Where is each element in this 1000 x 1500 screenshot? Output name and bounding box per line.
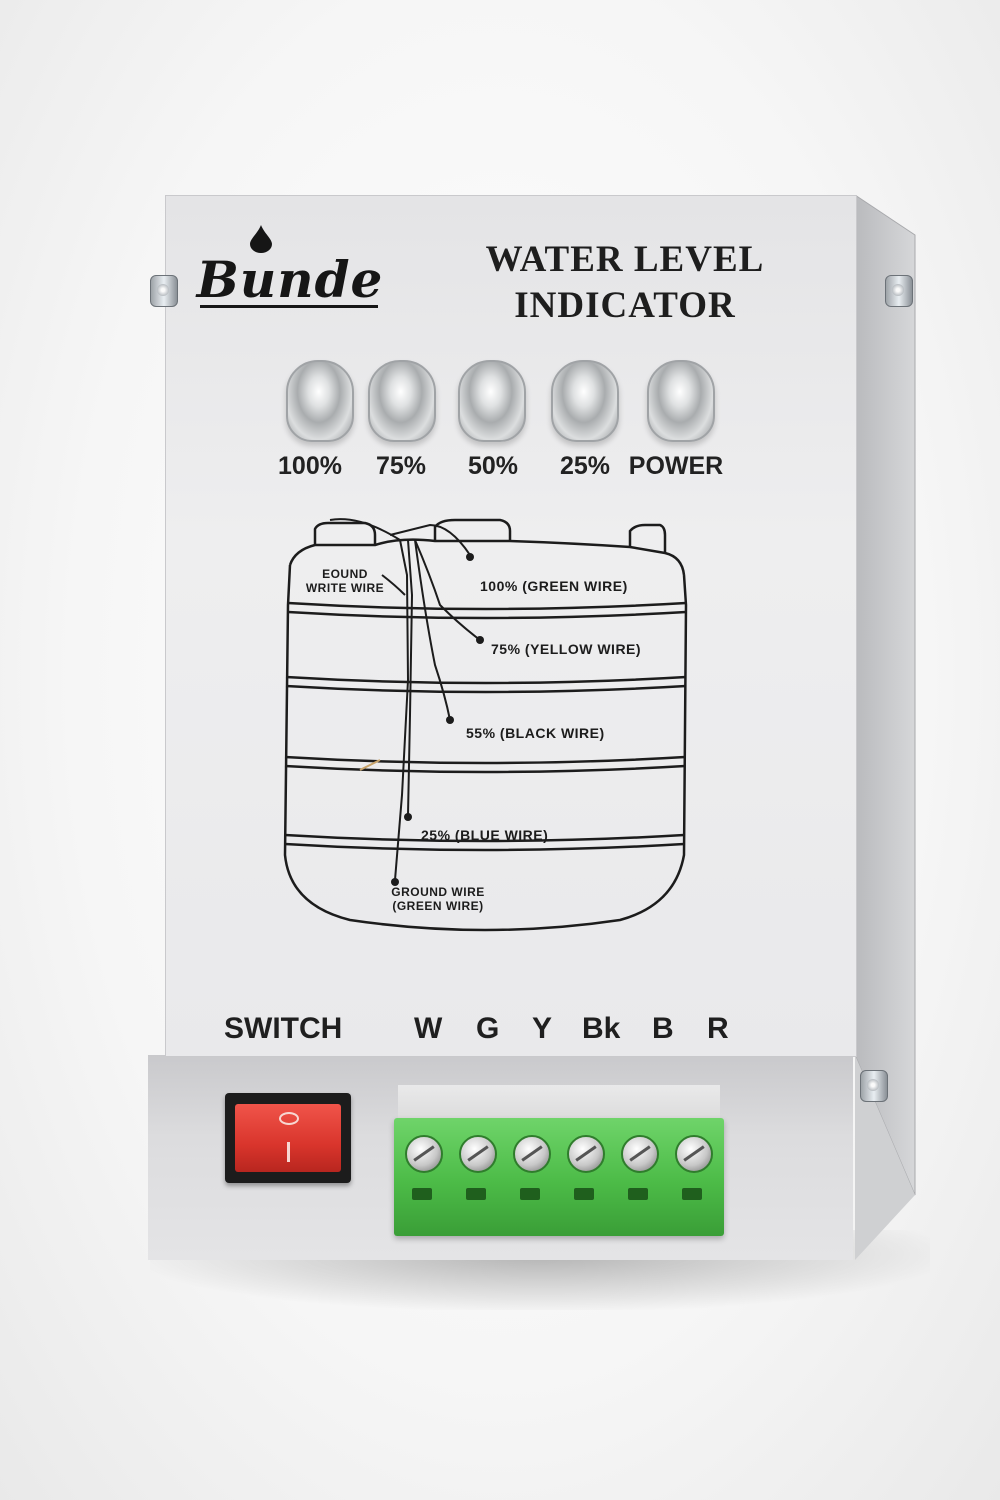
terminal-block [394,1118,724,1236]
terminal-slot-r[interactable] [682,1188,702,1200]
terminal-label-g: G [476,1012,500,1045]
diagram-label-ground-white-line1: EOUND [322,567,368,581]
terminal-screw-y[interactable] [513,1135,551,1173]
terminal-screw-r[interactable] [675,1135,713,1173]
led-100 [286,360,354,442]
led-50 [458,360,526,442]
led-75 [368,360,436,442]
terminal-label-w: W [414,1012,443,1045]
title-line-2: INDICATOR [514,285,736,326]
diagram-label-ground-line1: GROUND WIRE [391,885,485,899]
terminal-label-bk: Bk [582,1012,621,1045]
terminal-reflection [398,1085,720,1121]
diagram-label-25: 25% (BLUE WIRE) [421,827,549,843]
led-label-50: 50% [467,452,519,480]
diagram-label-75: 75% (YELLOW WIRE) [491,641,642,657]
led-label-75: 75% [375,452,427,480]
led-power [647,360,715,442]
led-label-100: 100% [278,452,342,480]
product-title: WATER LEVEL INDICATOR [440,237,810,329]
led-label-25: 25% [559,452,611,480]
terminal-label-b: B [652,1012,674,1045]
diagram-label-ground: GROUND WIRE (GREEN WIRE) [378,885,498,913]
diagram-label-ground-line2: (GREEN WIRE) [392,899,484,913]
power-rocker-switch[interactable] [235,1104,341,1172]
terminal-screw-b[interactable] [621,1135,659,1173]
tank-diagram [283,518,688,932]
terminal-label-r: R [707,1012,729,1045]
terminal-slot-w[interactable] [412,1188,432,1200]
diagram-label-100: 100% (GREEN WIRE) [480,578,628,594]
led-25 [551,360,619,442]
terminal-slot-g[interactable] [466,1188,486,1200]
brand-logo: Bunde [196,250,384,309]
terminal-slot-b[interactable] [628,1188,648,1200]
off-mark-icon [279,1112,299,1125]
switch-label: SWITCH [224,1012,343,1045]
terminal-screw-w[interactable] [405,1135,443,1173]
terminal-screw-bk[interactable] [567,1135,605,1173]
led-label-power: POWER [628,452,724,480]
front-panel [165,195,857,1057]
terminal-label-y: Y [532,1012,553,1045]
water-drop-icon [250,225,272,253]
diagram-label-ground-white: EOUND WRITE WIRE [300,567,390,595]
mount-screw-top-left [150,275,178,307]
diagram-label-ground-white-line2: WRITE WIRE [305,581,385,595]
mount-screw-bottom-right [860,1070,888,1102]
mount-screw-top-right [885,275,913,307]
terminal-slot-y[interactable] [520,1188,540,1200]
logo-underline [200,305,378,308]
title-line-1: WATER LEVEL [485,239,765,280]
terminal-screw-g[interactable] [459,1135,497,1173]
on-mark-icon [287,1142,290,1162]
diagram-label-55: 55% (BLACK WIRE) [466,725,605,741]
terminal-slot-bk[interactable] [574,1188,594,1200]
